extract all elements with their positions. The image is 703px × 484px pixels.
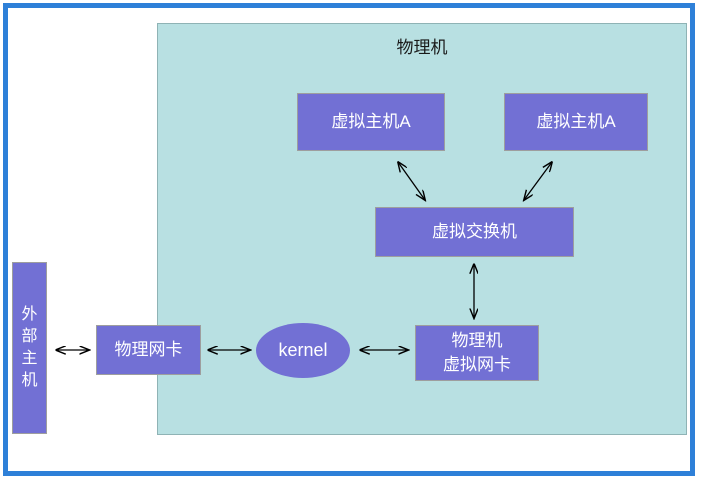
node-virtual-host-a2[interactable]: 虚拟主机A (504, 93, 648, 151)
external-host-char-4: 机 (21, 372, 38, 389)
external-host-char-3: 主 (21, 350, 38, 367)
node-external-host[interactable]: 外 部 主 机 (12, 262, 47, 434)
physical-machine-title: 物理机 (396, 38, 448, 57)
node-virtual-host-a1[interactable]: 虚拟主机A (297, 93, 445, 151)
pm-vnic-line1: 物理机 (451, 331, 503, 350)
node-kernel[interactable]: kernel (256, 323, 350, 378)
external-host-char-1: 外 (21, 306, 38, 323)
node-virtual-switch[interactable]: 虚拟交换机 (375, 207, 574, 257)
pm-vnic-line2: 虚拟网卡 (443, 355, 511, 374)
external-host-char-2: 部 (21, 328, 38, 345)
node-physical-machine-virtual-nic[interactable]: 物理机 虚拟网卡 (415, 325, 539, 381)
node-physical-nic[interactable]: 物理网卡 (96, 325, 201, 375)
